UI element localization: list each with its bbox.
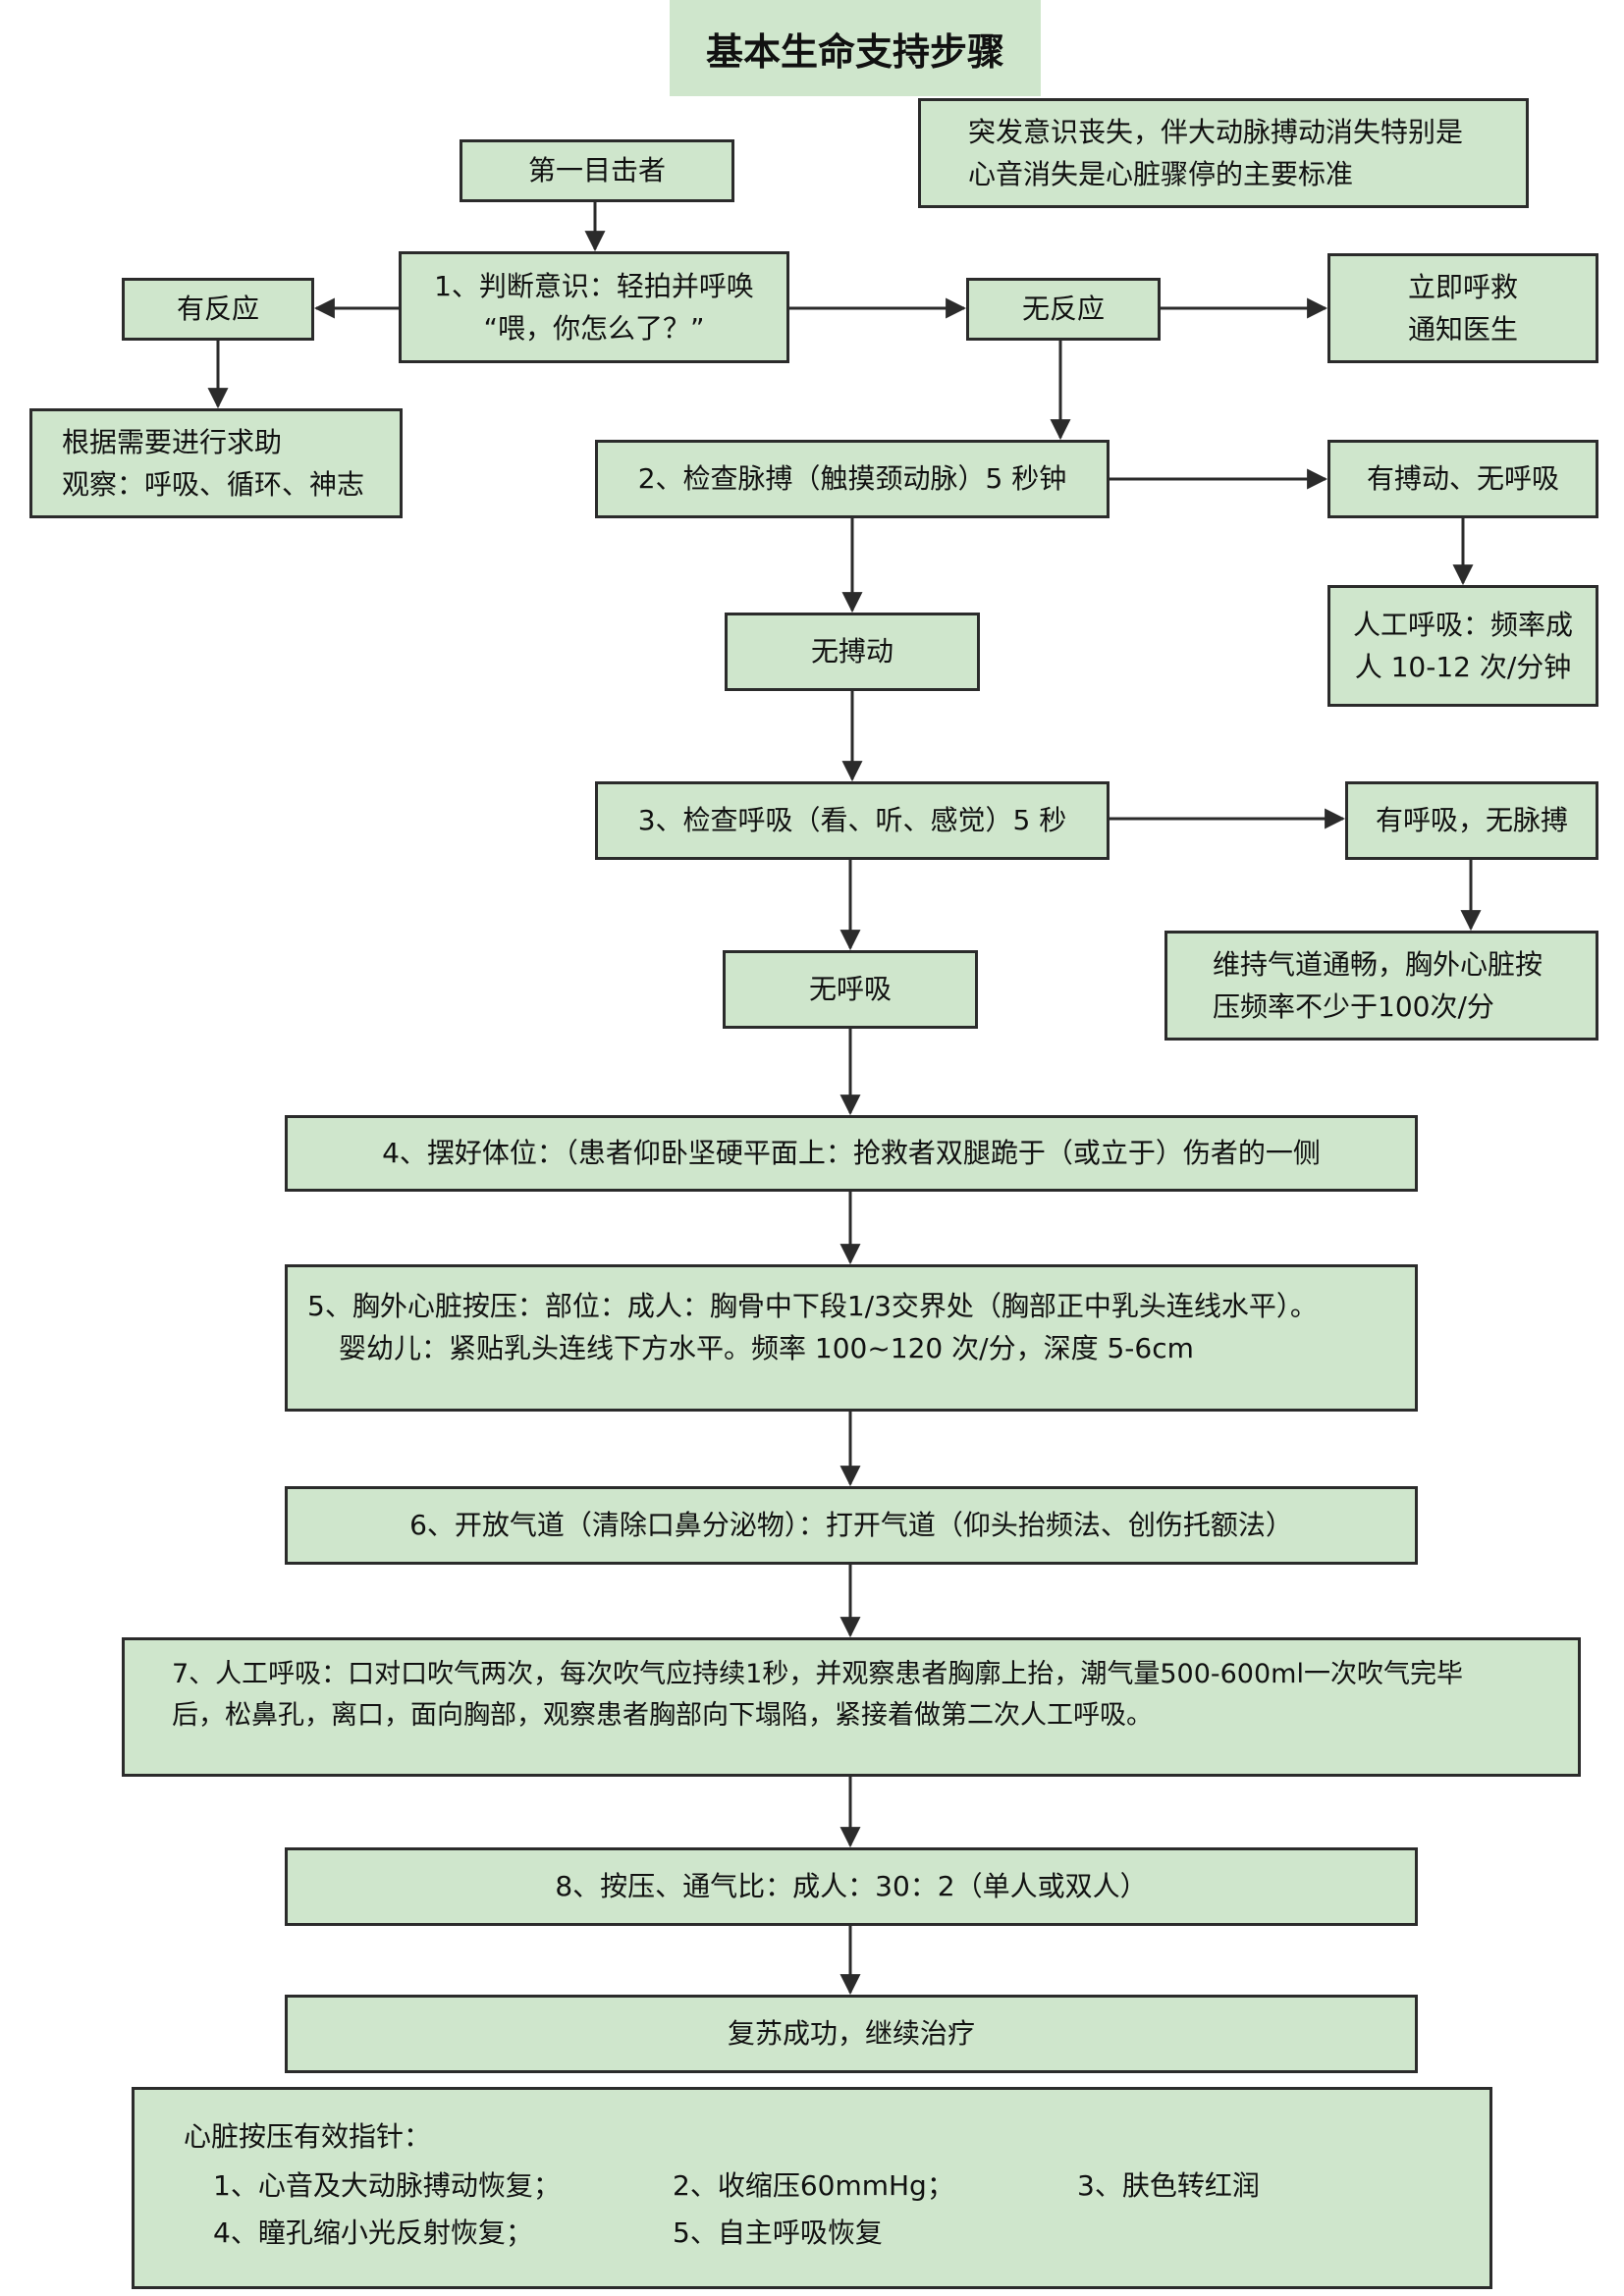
indicator-item: 3、肤色转红润 (1077, 2169, 1260, 2202)
maintain-line-1: 维持气道通畅，胸外心脏按 (1213, 947, 1543, 981)
no-breath-box: 无呼吸 (723, 950, 978, 1029)
indicator-item: 2、收缩压60mmHg； (673, 2169, 954, 2202)
no-breath-label: 无呼吸 (808, 973, 892, 1006)
indicator-item: 4、瞳孔缩小光反射恢复； (213, 2216, 533, 2249)
judge-consciousness-box: 1、判断意识：轻拍并呼唤 “喂，你怎么了？” (399, 251, 789, 363)
indicator-item: 5、自主呼吸恢复 (673, 2216, 883, 2249)
breath-no-pulse-box: 有呼吸，无脉搏 (1345, 781, 1598, 860)
breath-no-pulse-label: 有呼吸，无脉搏 (1375, 804, 1568, 837)
step5-line-2: 婴幼儿：紧贴乳头连线下方水平。频率 100~120 次/分，深度 5-6cm (339, 1332, 1194, 1365)
check-breath-label: 3、检查呼吸（看、听、感觉）5 秒 (637, 804, 1067, 837)
responsive-box: 有反应 (122, 278, 314, 341)
pulse-no-breath-box: 有搏动、无呼吸 (1327, 440, 1598, 518)
unresponsive-box: 无反应 (966, 278, 1161, 341)
success-label: 复苏成功，继续治疗 (727, 2017, 975, 2051)
step5-compression-box: 5、胸外心脏按压：部位：成人：胸骨中下段1/3交界处（胸部正中乳头连线水平）。 … (285, 1264, 1418, 1412)
maintain-airway-box: 维持气道通畅，胸外心脏按 压频率不少于100次/分 (1164, 931, 1598, 1041)
check-breath-box: 3、检查呼吸（看、听、感觉）5 秒 (595, 781, 1110, 860)
step5-line-1: 5、胸外心脏按压：部位：成人：胸骨中下段1/3交界处（胸部正中乳头连线水平）。 (307, 1290, 1318, 1322)
first-witness-box: 第一目击者 (460, 139, 734, 202)
step4-label: 4、摆好体位：（患者仰卧坚硬平面上：抢救者双腿跪于（或立于）伤者的一侧 (382, 1137, 1321, 1170)
step8-label: 8、按压、通气比：成人：30：2（单人或双人） (555, 1870, 1148, 1903)
step6-label: 6、开放气道（清除口鼻分泌物）：打开气道（仰头抬频法、创伤托额法） (409, 1509, 1293, 1542)
no-pulse-label: 无搏动 (810, 635, 893, 668)
rescue-breath-rate-box: 人工呼吸：频率成 人 10-12 次/分钟 (1327, 585, 1598, 707)
resuscitation-success-box: 复苏成功，继续治疗 (285, 1995, 1418, 2073)
judge-line-2: “喂，你怎么了？” (483, 312, 705, 345)
maintain-line-2: 压频率不少于100次/分 (1213, 990, 1494, 1023)
indicators-heading: 心脏按压有效指针： (184, 2120, 432, 2153)
responsive-label: 有反应 (176, 293, 259, 326)
judge-line-1: 1、判断意识：轻拍并呼唤 (434, 269, 754, 302)
seek-help-line-1: 根据需要进行求助 (62, 425, 283, 458)
check-pulse-label: 2、检查脉搏（触摸颈动脉）5 秒钟 (637, 462, 1067, 496)
call-line-1: 立即呼救 (1407, 270, 1518, 303)
no-pulse-box: 无搏动 (725, 613, 980, 691)
step6-airway-box: 6、开放气道（清除口鼻分泌物）：打开气道（仰头抬频法、创伤托额法） (285, 1486, 1418, 1565)
call-line-2: 通知医生 (1407, 313, 1518, 346)
page-title: 基本生命支持步骤 (670, 0, 1041, 96)
unresponsive-label: 无反应 (1021, 293, 1105, 326)
step4-position-box: 4、摆好体位：（患者仰卧坚硬平面上：抢救者双腿跪于（或立于）伤者的一侧 (285, 1115, 1418, 1192)
seek-help-box: 根据需要进行求助 观察：呼吸、循环、神志 (29, 408, 403, 518)
step7-rescue-breathing-box: 7、人工呼吸：口对口吹气两次，每次吹气应持续1秒，并观察患者胸廓上抬，潮气量50… (122, 1637, 1581, 1777)
rescue-breath-line-2: 人 10-12 次/分钟 (1354, 651, 1572, 683)
note-box: 突发意识丧失，伴大动脉搏动消失特别是 心音消失是心脏骤停的主要标准 (918, 98, 1529, 208)
seek-help-line-2: 观察：呼吸、循环、神志 (62, 468, 365, 501)
indicator-item: 1、心音及大动脉搏动恢复； (213, 2169, 561, 2202)
step7-line-2: 后，松鼻孔，离口，面向胸部，观察患者胸部向下塌陷，紧接着做第二次人工呼吸。 (172, 1699, 1153, 1731)
note-line-2: 心音消失是心脏骤停的主要标准 (968, 158, 1354, 190)
step8-ratio-box: 8、按压、通气比：成人：30：2（单人或双人） (285, 1847, 1418, 1926)
check-pulse-box: 2、检查脉搏（触摸颈动脉）5 秒钟 (595, 440, 1110, 518)
rescue-breath-line-1: 人工呼吸：频率成 (1352, 608, 1573, 641)
call-doctor-box: 立即呼救 通知医生 (1327, 253, 1598, 363)
pulse-no-breath-label: 有搏动、无呼吸 (1366, 462, 1559, 496)
effective-indicators-box: 心脏按压有效指针： 1、心音及大动脉搏动恢复； 2、收缩压60mmHg； 3、肤… (132, 2087, 1492, 2289)
first-witness-label: 第一目击者 (527, 154, 666, 187)
step7-line-1: 7、人工呼吸：口对口吹气两次，每次吹气应持续1秒，并观察患者胸廓上抬，潮气量50… (172, 1659, 1463, 1689)
note-line-1: 突发意识丧失，伴大动脉搏动消失特别是 (968, 115, 1464, 148)
